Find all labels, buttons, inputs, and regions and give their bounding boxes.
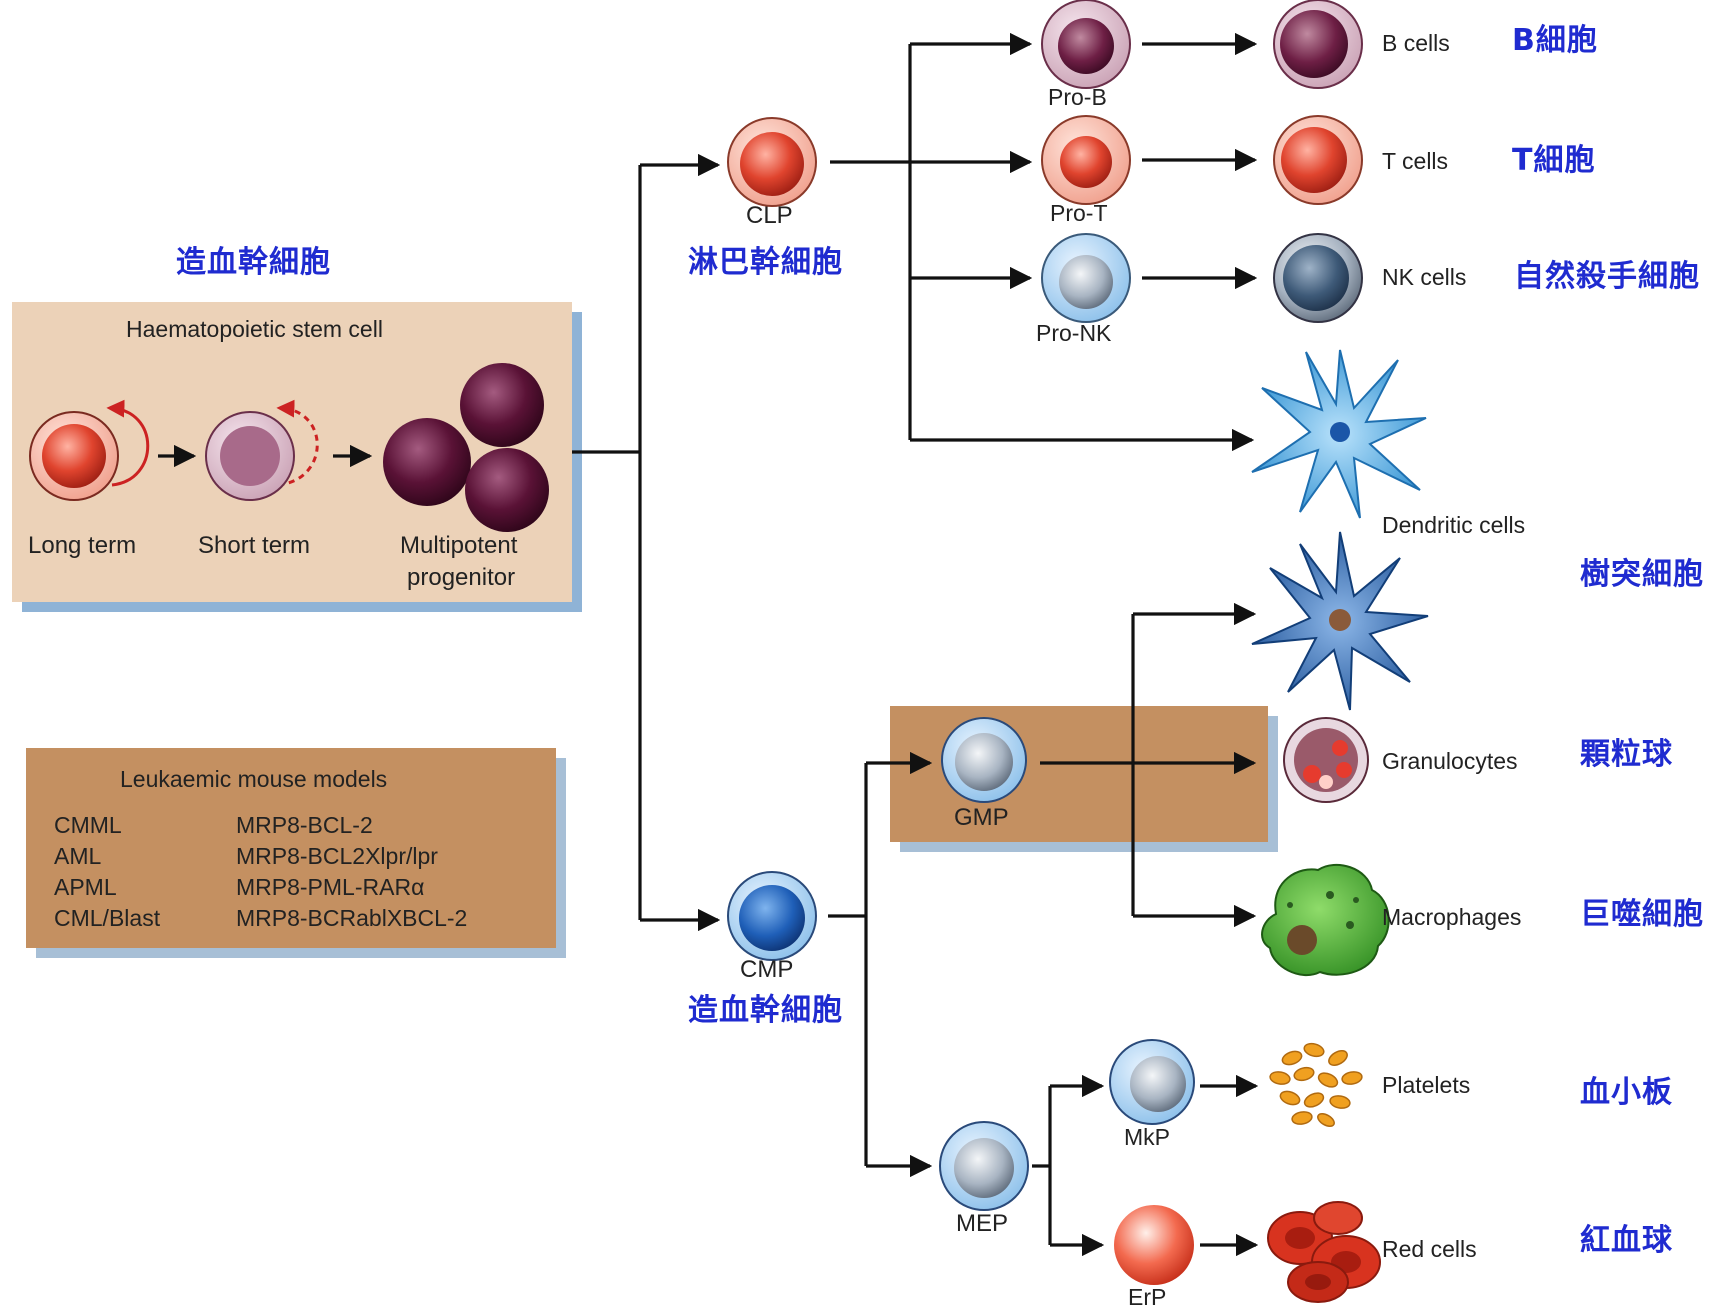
self-renewal-arc-short — [276, 399, 319, 487]
red-cells-chinese-label: 紅血球 — [1580, 1223, 1673, 1258]
model-name: AML — [54, 843, 102, 869]
macrophages-chinese-label: 巨噬細胞 — [1580, 897, 1704, 932]
dendritic-cell-lymphoid — [1251, 349, 1427, 519]
platelets-label: Platelets — [1382, 1072, 1471, 1098]
erp-label: ErP — [1128, 1284, 1167, 1306]
models-box — [26, 748, 556, 948]
hsc-chinese-label: 造血幹細胞 — [176, 245, 331, 280]
platelets-chinese-label: 血小板 — [1580, 1075, 1673, 1110]
model-construct: MRP8-BCRablXBCL-2 — [236, 905, 468, 931]
clp-label: CLP — [746, 202, 793, 229]
short-term-cell — [205, 411, 295, 501]
granulocyte-cell — [1283, 717, 1369, 803]
erp-cell — [1114, 1205, 1194, 1285]
model-construct: MRP8-BCL-2 — [236, 812, 373, 838]
granulocytes-chinese-label: 顆粒球 — [1580, 737, 1673, 772]
gmp-label: GMP — [954, 804, 1009, 831]
macrophages-label: Macrophages — [1382, 904, 1522, 930]
model-construct: MRP8-BCL2Xlpr/lpr — [236, 843, 438, 869]
pro-nk-label: Pro-NK — [1036, 320, 1112, 346]
nk-cell — [1273, 233, 1363, 323]
t-cells-chinese-label: T細胞 — [1512, 143, 1596, 178]
model-name: APML — [54, 874, 117, 900]
cmp-cell — [727, 871, 817, 961]
dendritic-cell-myeloid — [1251, 531, 1429, 711]
cmp-chinese-label: 造血幹細胞 — [688, 993, 843, 1028]
connectors — [158, 32, 1259, 1257]
pro-nk-cell — [1041, 233, 1131, 323]
macrophage-cell — [1261, 863, 1390, 977]
model-name: CML/Blast — [54, 905, 161, 931]
mep-cell — [939, 1121, 1029, 1211]
t-cell — [1273, 115, 1363, 205]
self-renewal-arc-long — [106, 399, 150, 487]
pro-b-cell — [1041, 0, 1131, 89]
b-cell — [1273, 0, 1363, 89]
mkp-label: MkP — [1124, 1124, 1170, 1150]
nk-cells-chinese-label: 自然殺手細胞 — [1514, 259, 1700, 294]
mep-label: MEP — [956, 1210, 1009, 1237]
hsc-box-title: Haematopoietic stem cell — [126, 316, 383, 342]
model-construct: MRP8-PML-RARα — [236, 874, 425, 900]
mkp-cell — [1109, 1039, 1195, 1125]
clp-cell — [727, 117, 817, 207]
cmp-label: CMP — [740, 956, 794, 983]
multipotent-label-line1: Multipotent — [400, 532, 518, 559]
clp-chinese-label: 淋巴幹細胞 — [688, 245, 843, 280]
dendritic-cells-chinese-label: 樹突細胞 — [1580, 557, 1704, 592]
dendritic-cells-label: Dendritic cells — [1382, 512, 1526, 538]
gmp-cell — [941, 717, 1027, 803]
red-cells-label: Red cells — [1382, 1236, 1477, 1262]
pro-t-label: Pro-T — [1050, 200, 1108, 226]
granulocytes-label: Granulocytes — [1382, 748, 1518, 774]
multipotent-progenitor-cells — [383, 363, 549, 532]
models-box-title: Leukaemic mouse models — [120, 766, 388, 792]
b-cells-chinese-label: B細胞 — [1512, 23, 1598, 58]
nk-cells-label: NK cells — [1382, 264, 1467, 290]
short-term-label: Short term — [198, 532, 311, 559]
pro-t-cell — [1041, 115, 1131, 205]
long-term-label: Long term — [28, 532, 137, 559]
model-name: CMML — [54, 812, 122, 838]
multipotent-label-line2: progenitor — [407, 564, 516, 591]
red-cells-cluster — [1267, 1201, 1381, 1303]
b-cells-label: B cells — [1382, 30, 1450, 56]
t-cells-label: T cells — [1382, 148, 1449, 174]
long-term-cell — [29, 411, 119, 501]
platelets-cluster — [1269, 1042, 1363, 1127]
pro-b-label: Pro-B — [1048, 84, 1107, 110]
